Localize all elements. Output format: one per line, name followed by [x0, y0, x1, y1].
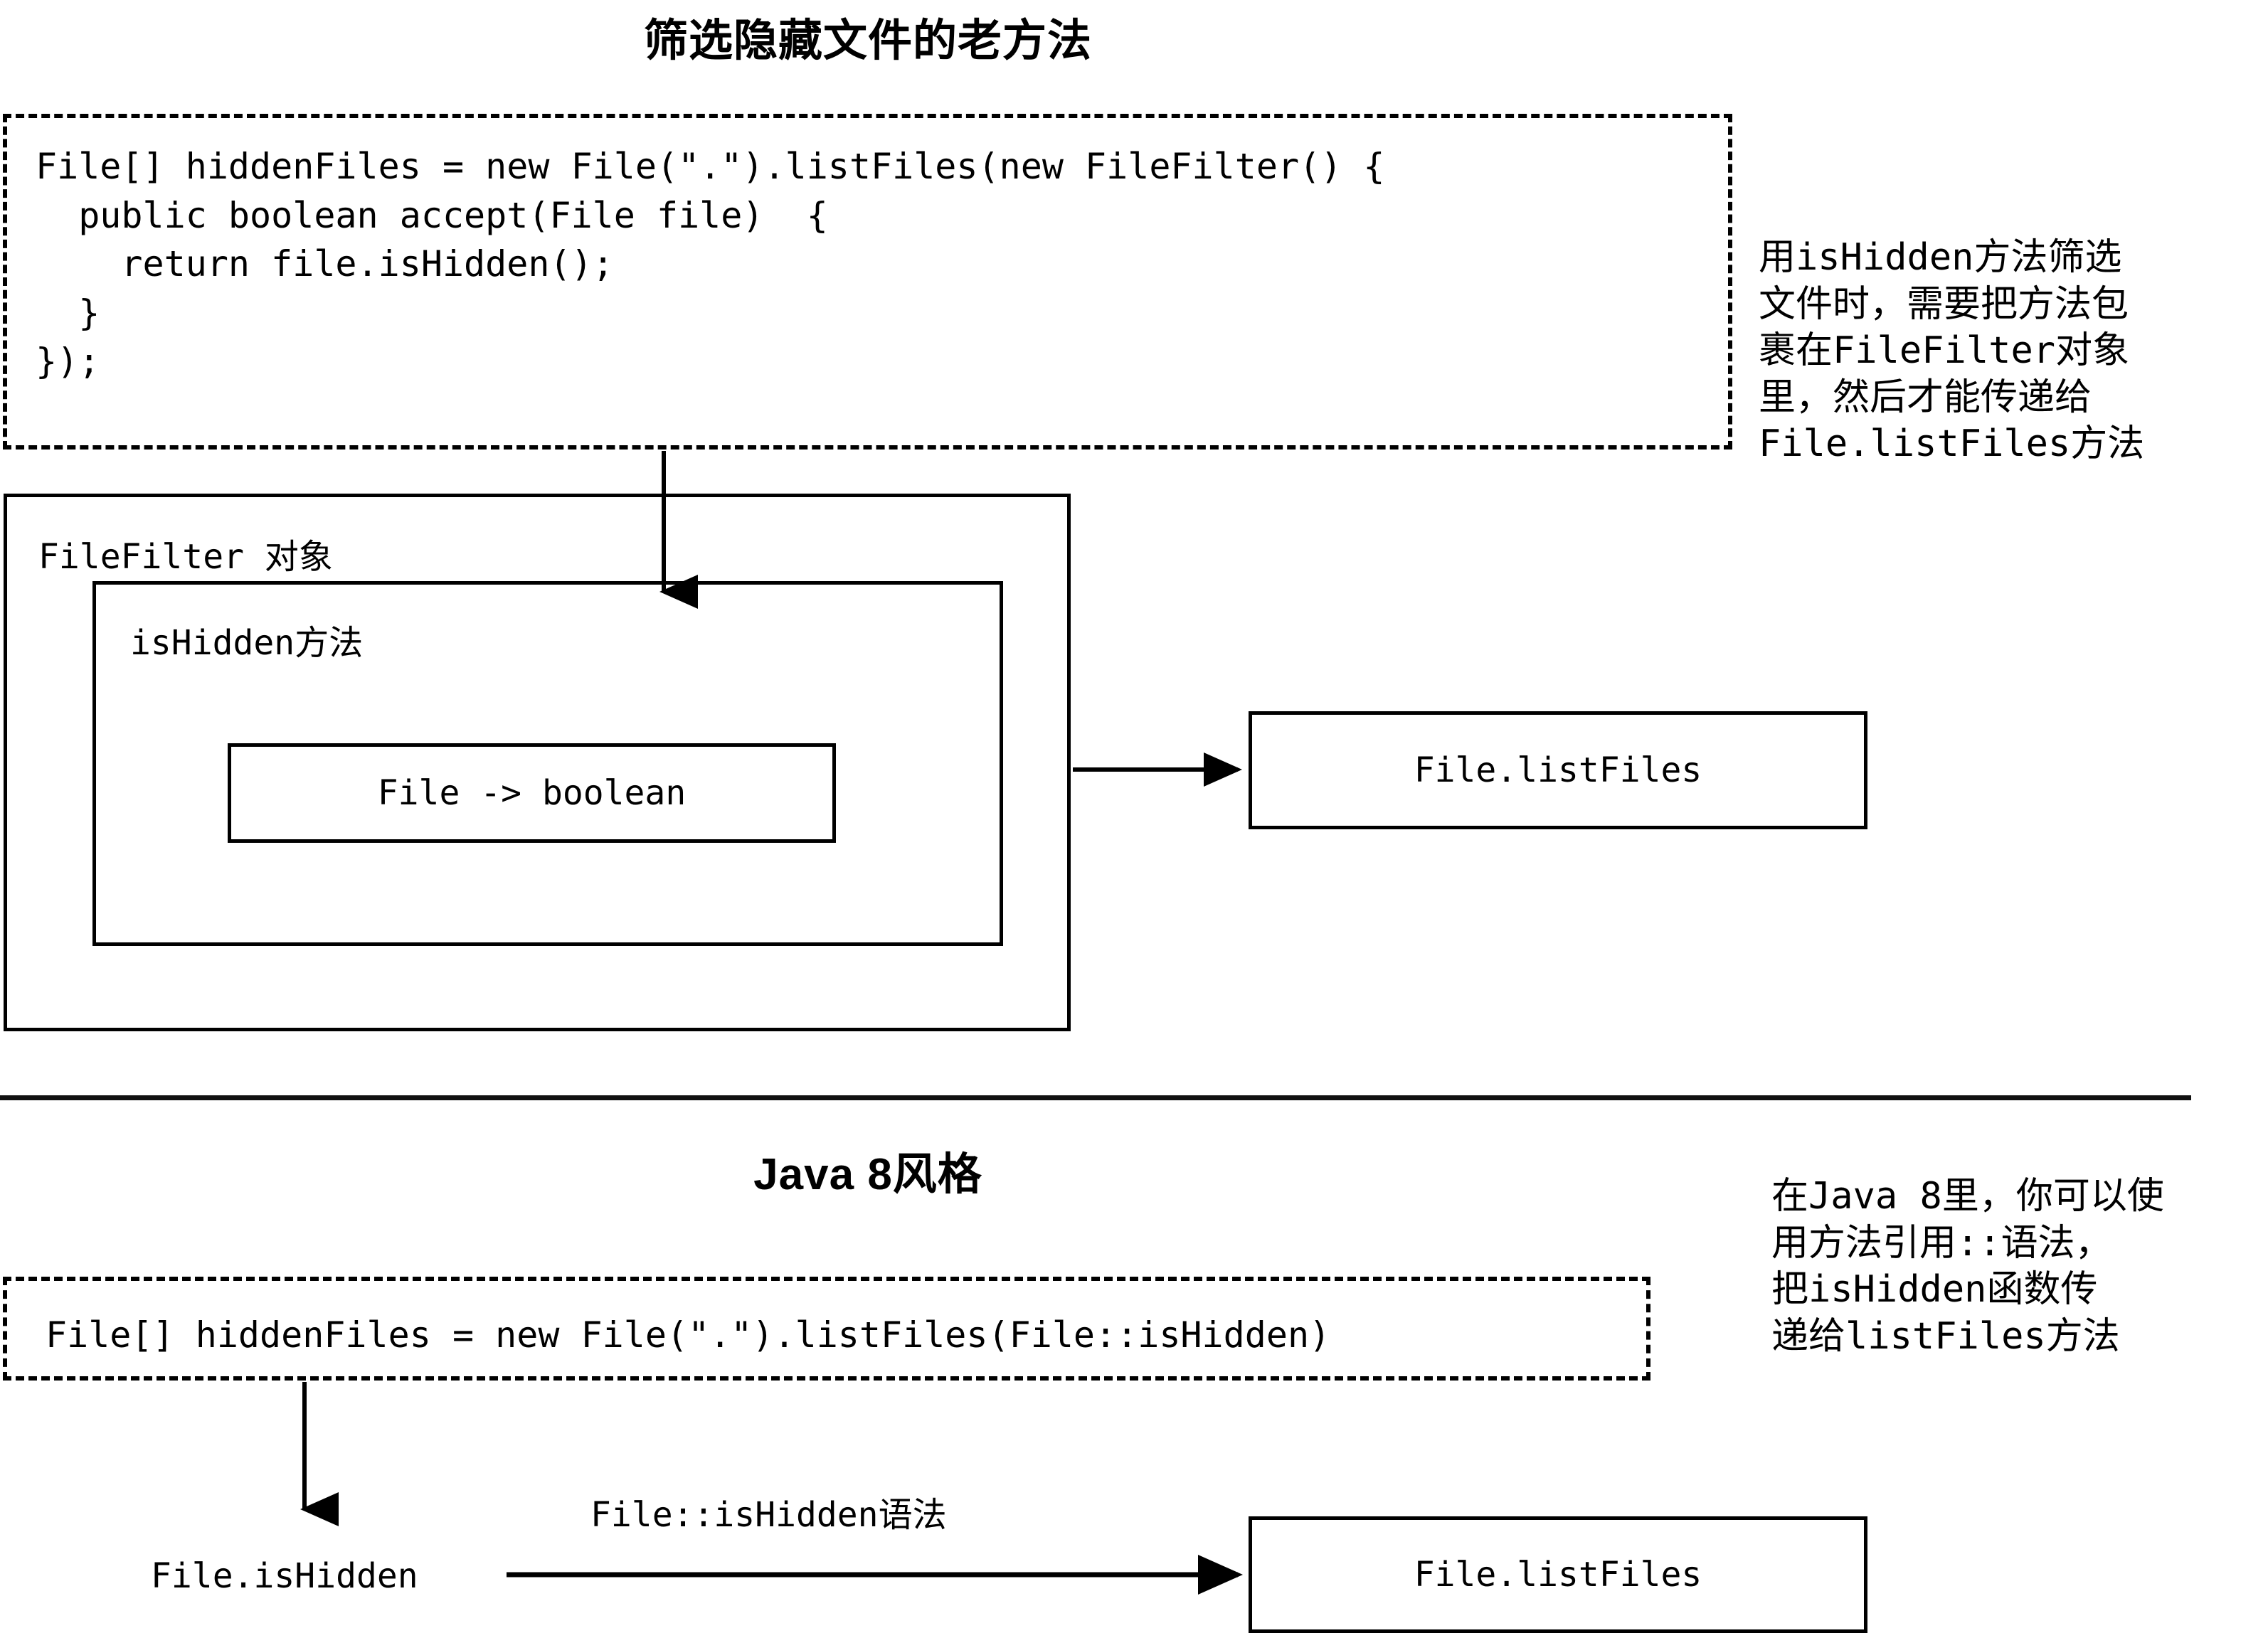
file-listfiles-label-bottom: File.listFiles: [1414, 1555, 1702, 1595]
code-text-old-approach: File[] hiddenFiles = new File(".").listF…: [36, 146, 1385, 382]
section-title-old-approach: 筛选隐藏文件的老方法: [643, 16, 1092, 65]
section-title-java8-style: Java 8风格: [753, 1150, 982, 1199]
code-block-java8-style: File[] hiddenFiles = new File(".").listF…: [3, 1277, 1650, 1381]
file-ishidden-label: File.isHidden: [151, 1556, 418, 1596]
code-block-old-approach: File[] hiddenFiles = new File(".").listF…: [3, 114, 1732, 450]
file-listfiles-label-top: File.listFiles: [1414, 750, 1702, 790]
file-listfiles-box-top: File.listFiles: [1249, 711, 1867, 829]
code-text-java8-style: File[] hiddenFiles = new File(".").listF…: [46, 1314, 1331, 1356]
section-divider: [0, 1095, 2191, 1100]
ishidden-method-label: isHidden方法: [130, 623, 364, 663]
annotation-java8-style: 在Java 8里，你可以使 用方法引用::语法， 把isHidden函数传 递给…: [1771, 1175, 2164, 1358]
filefilter-object-label: FileFilter 对象: [38, 537, 333, 577]
annotation-old-approach: 用isHidden方法筛选 文件时，需要把方法包 裹在FileFilter对象 …: [1759, 236, 2145, 466]
method-reference-syntax-label: File::isHidden语法: [590, 1495, 947, 1535]
file-to-boolean-label: File -> boolean: [377, 773, 687, 813]
file-listfiles-box-bottom: File.listFiles: [1249, 1516, 1867, 1633]
file-to-boolean-box: File -> boolean: [228, 743, 836, 843]
